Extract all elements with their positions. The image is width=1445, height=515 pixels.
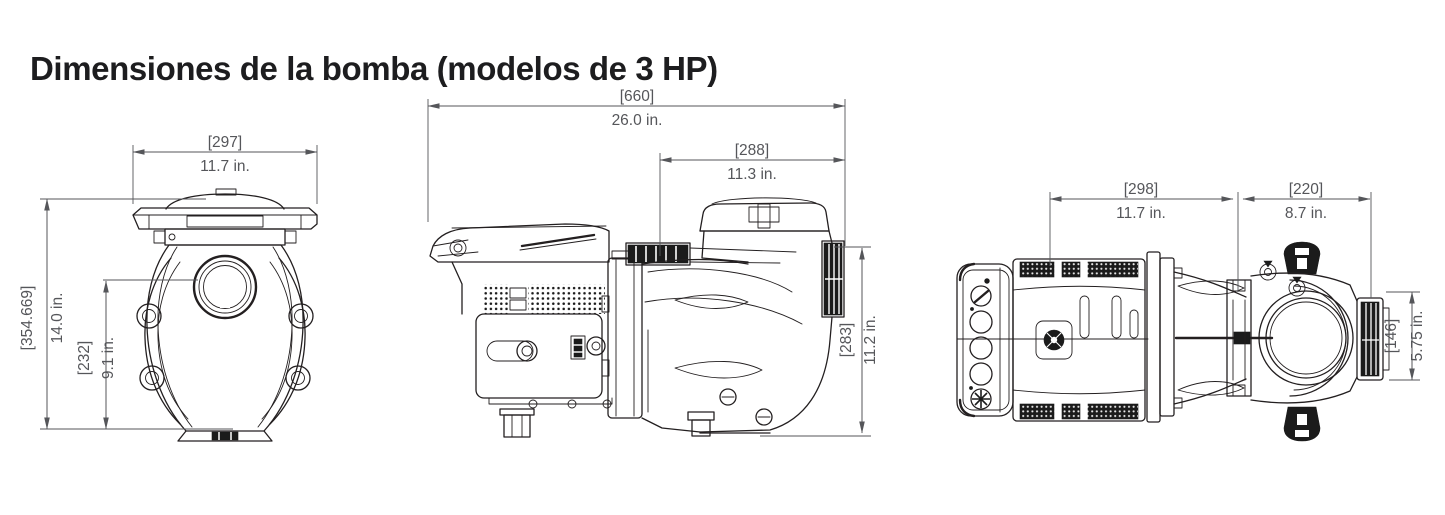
side-view-dimensions: [660] 26.0 in. [288] 11.3 in. [283] 11.2… (427, 88, 879, 437)
dim-top-motor-in: 11.7 in. (1116, 205, 1166, 222)
pump-side-view-drawing (429, 197, 845, 438)
dim-top-port-mm: [146] (1383, 319, 1400, 353)
dim-side-length-mm: [660] (620, 88, 654, 105)
dim-top-port-in: 5.75 in. (1409, 311, 1426, 362)
dim-front-height-in: 14.0 in. (49, 293, 66, 344)
dim-front-height-mm: [354.669] (19, 286, 36, 351)
dim-top-wetend-in: 8.7 in. (1285, 205, 1327, 222)
pump-front-view-drawing (132, 188, 318, 442)
dim-top-wetend-mm: [220] (1289, 181, 1323, 198)
dim-side-length-in: 26.0 in. (612, 112, 663, 129)
asterisk-button-glyph (970, 388, 992, 410)
dim-side-wetend-in: 11.3 in. (727, 166, 777, 183)
pump-top-view-drawing (956, 241, 1390, 442)
dim-front-center-in: 9.1 in. (100, 337, 117, 379)
dim-front-center-mm: [232] (76, 341, 93, 375)
dim-front-width-in: 11.7 in. (200, 158, 250, 175)
dim-top-motor-mm: [298] (1124, 181, 1158, 198)
front-view-dimensions: [297] 11.7 in. [354.669] 14.0 in. [232] … (19, 134, 318, 430)
dim-side-wetend-mm: [288] (735, 142, 769, 159)
page-title: Dimensiones de la bomba (modelos de 3 HP… (30, 50, 718, 88)
dim-side-height-mm: [283] (838, 323, 855, 357)
top-view-dimensions: [298] 11.7 in. [220] 8.7 in. [146] 5.75 … (1049, 181, 1426, 381)
dim-front-width-mm: [297] (208, 134, 242, 151)
vent-strips (1019, 261, 1139, 420)
dim-side-height-in: 11.2 in. (862, 315, 879, 365)
